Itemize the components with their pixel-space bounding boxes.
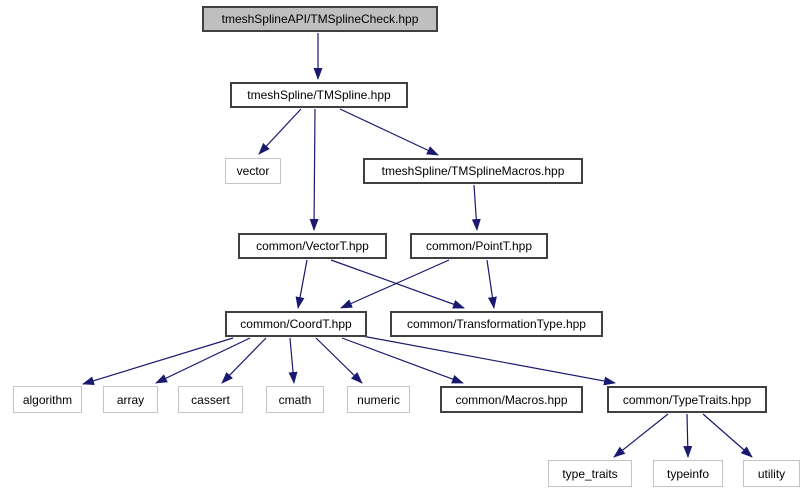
node-cassert: cassert bbox=[178, 386, 243, 413]
edge-coordt-to-macros bbox=[341, 337, 464, 384]
node-tmspline[interactable]: tmeshSpline/TMSpline.hpp bbox=[230, 82, 408, 108]
node-typeinfo: typeinfo bbox=[653, 460, 723, 487]
node-macros[interactable]: common/Macros.hpp bbox=[440, 386, 583, 413]
edge-vectort-to-transformationtype bbox=[330, 259, 465, 309]
node-algorithm: algorithm bbox=[13, 386, 82, 413]
edge-typetraits-to-type_traits bbox=[613, 413, 669, 458]
edge-coordt-to-cmath bbox=[288, 337, 298, 384]
edge-tmspline-to-tmsplinemacros bbox=[339, 108, 439, 156]
edge-typetraits-to-utility bbox=[702, 413, 753, 458]
node-numeric: numeric bbox=[347, 386, 410, 413]
node-array: array bbox=[103, 386, 158, 413]
edge-pointt-to-transformationtype bbox=[486, 259, 497, 309]
edge-pointt-to-coordt bbox=[340, 259, 450, 309]
node-pointt[interactable]: common/PointT.hpp bbox=[410, 233, 548, 259]
edge-coordt-to-array bbox=[155, 337, 251, 384]
node-type_traits: type_traits bbox=[548, 460, 632, 487]
edge-tmsplinemacros-to-pointt bbox=[471, 184, 481, 231]
node-coordt[interactable]: common/CoordT.hpp bbox=[225, 311, 367, 337]
node-vector: vector bbox=[225, 158, 281, 184]
node-tmsplinemacros[interactable]: tmeshSpline/TMSplineMacros.hpp bbox=[363, 158, 583, 184]
edge-vectort-to-coordt bbox=[295, 259, 308, 309]
node-cmath: cmath bbox=[266, 386, 324, 413]
edge-tmspline-to-vector bbox=[258, 108, 302, 155]
node-utility: utility bbox=[743, 460, 800, 487]
edge-coordt-to-algorithm bbox=[82, 337, 234, 386]
node-transformationtype[interactable]: common/TransformationType.hpp bbox=[390, 311, 603, 337]
edge-coordt-to-typetraits bbox=[361, 335, 616, 386]
edge-tmspline-to-vectort bbox=[309, 108, 319, 231]
edge-typetraits-to-typeinfo bbox=[683, 413, 693, 458]
edge-coordt-to-cassert bbox=[221, 337, 267, 384]
node-tmsplinecheck: tmeshSplineAPI/TMSplineCheck.hpp bbox=[202, 6, 438, 32]
edge-coordt-to-numeric bbox=[315, 337, 363, 384]
node-typetraits[interactable]: common/TypeTraits.hpp bbox=[607, 386, 767, 413]
node-vectort[interactable]: common/VectorT.hpp bbox=[238, 233, 387, 259]
